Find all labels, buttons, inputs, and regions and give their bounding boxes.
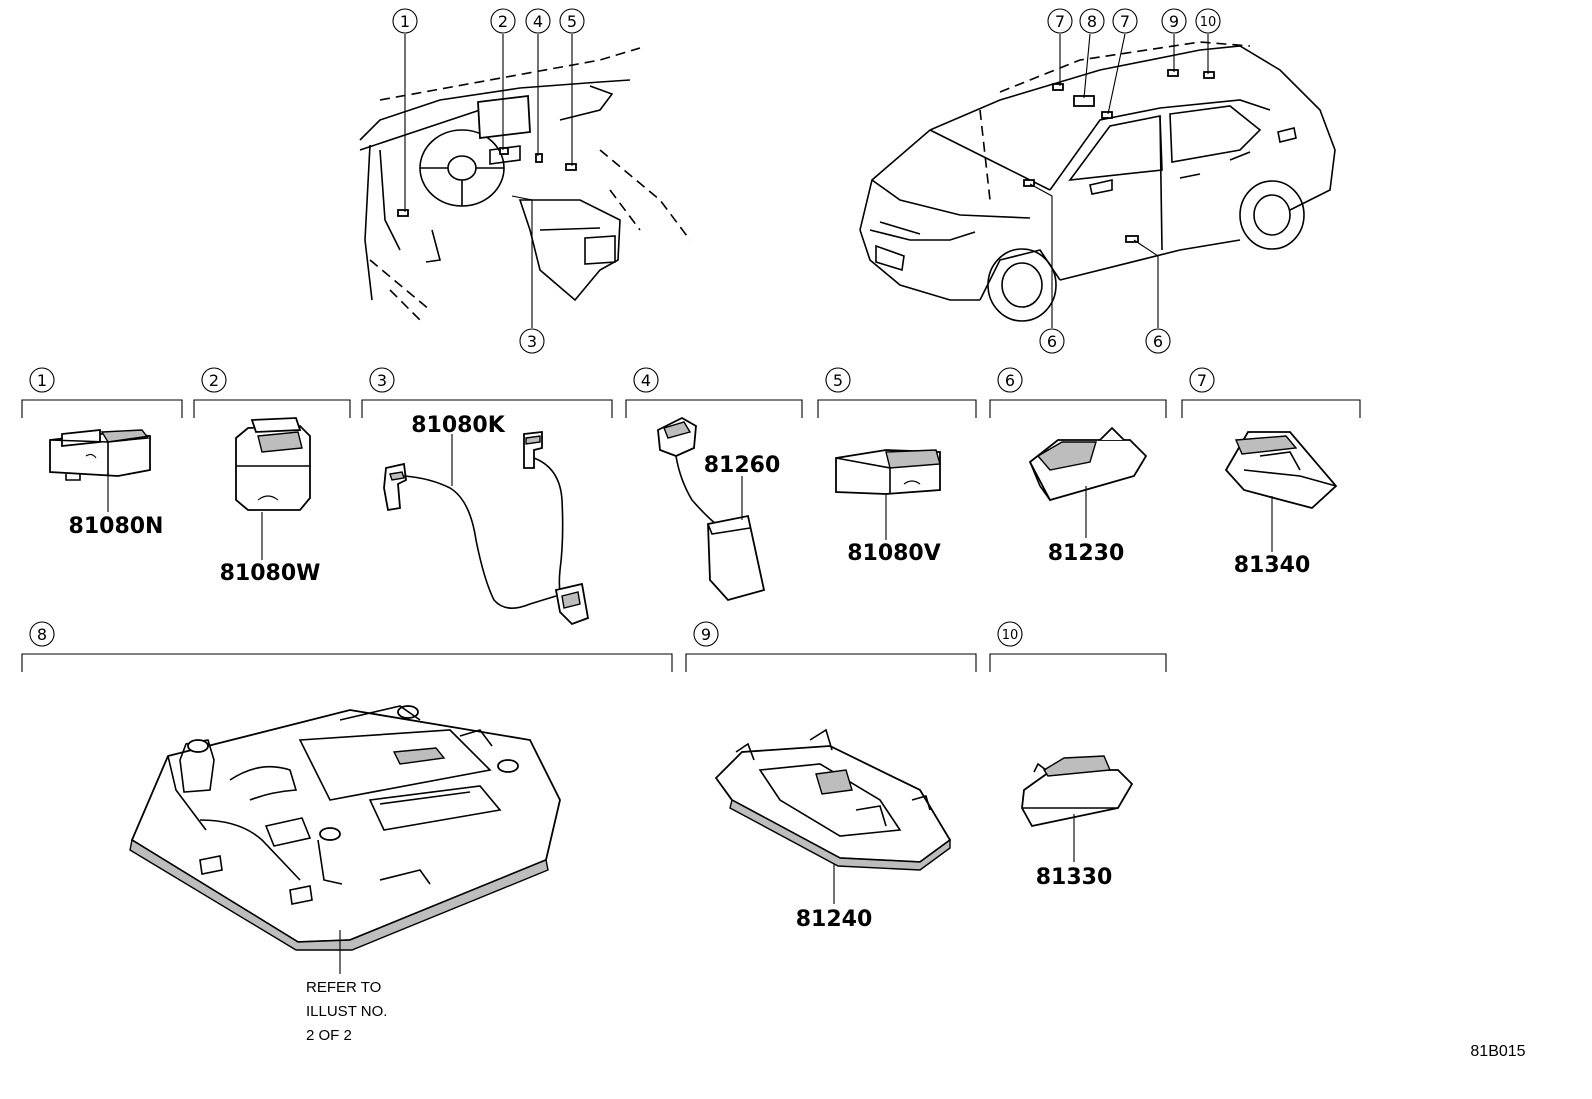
callout-label: 9	[1169, 12, 1179, 31]
part-number-81240: 81240	[796, 907, 873, 932]
part-81330[interactable]: 81330	[1021, 755, 1134, 890]
refer-note-line-3: 2 OF 2	[306, 1027, 352, 1044]
part-81240[interactable]: 81240	[714, 728, 952, 932]
callout-6-car-b: 6	[1145, 328, 1171, 354]
part-81260[interactable]: 81260	[657, 416, 781, 602]
section-7-callout: 7	[1189, 367, 1215, 393]
overview-callouts: 1 2 4 5 3 7 8 7 9 10 6 6	[392, 8, 1221, 354]
part-number-81080k: 81080K	[411, 413, 506, 438]
part-number-81260: 81260	[704, 453, 781, 478]
part-81080w[interactable]: 81080W	[220, 417, 321, 586]
section-6-callout: 6	[997, 367, 1023, 393]
section-2-callout: 2	[201, 367, 227, 393]
callout-label: 5	[567, 12, 577, 31]
callout-label: 2	[209, 371, 219, 390]
part-number-81340: 81340	[1234, 553, 1311, 578]
callout-label: 8	[1087, 12, 1097, 31]
section-3-callout: 3	[369, 367, 395, 393]
callout-4-dash: 4	[525, 8, 551, 34]
callout-2-dash: 2	[490, 8, 516, 34]
callout-label: 6	[1047, 332, 1057, 351]
part-81340[interactable]: 81340	[1224, 431, 1338, 578]
callout-label: 10	[1002, 628, 1019, 643]
callout-label: 4	[533, 12, 543, 31]
callout-3-dash: 3	[519, 328, 545, 354]
part-81080n[interactable]: 81080N	[49, 429, 164, 539]
part-number-81330: 81330	[1036, 865, 1113, 890]
section-10-callout: 10	[997, 621, 1023, 647]
part-81080k[interactable]: 81080K	[383, 413, 590, 626]
callout-9-car: 9	[1161, 8, 1187, 34]
callout-6-car-a: 6	[1039, 328, 1065, 354]
callout-8-car: 8	[1079, 8, 1105, 34]
illustration-code: 81B015	[1470, 1043, 1525, 1060]
callout-label: 10	[1200, 15, 1217, 30]
refer-note-line-1: REFER TO	[306, 979, 381, 996]
section-callouts: 1 2 3 4 5 6 7 8 9 10	[29, 367, 1215, 647]
callout-label: 4	[641, 371, 651, 390]
part-81230[interactable]: 81230	[1028, 426, 1148, 566]
section-9-callout: 9	[693, 621, 719, 647]
callout-label: 9	[701, 625, 711, 644]
callout-7-car-a: 7	[1047, 8, 1073, 34]
callout-label: 7	[1120, 12, 1130, 31]
dashboard-overview	[359, 34, 691, 328]
callout-label: 3	[527, 332, 537, 351]
callout-label: 3	[377, 371, 387, 390]
callout-label: 5	[833, 371, 843, 390]
callout-label: 6	[1153, 332, 1163, 351]
callout-5-dash: 5	[559, 8, 585, 34]
callout-label: 7	[1197, 371, 1207, 390]
part-number-81080v: 81080V	[847, 541, 941, 566]
section-5-callout: 5	[825, 367, 851, 393]
callout-label: 8	[37, 625, 47, 644]
part-number-81230: 81230	[1048, 541, 1125, 566]
part-number-81080w: 81080W	[220, 561, 321, 586]
callout-label: 2	[498, 12, 508, 31]
callout-7-car-b: 7	[1112, 8, 1138, 34]
section-1-callout: 1	[29, 367, 55, 393]
part-81080v[interactable]: 81080V	[835, 449, 941, 566]
callout-1-dash: 1	[392, 8, 418, 34]
vehicle-overview	[859, 33, 1336, 328]
callout-label: 7	[1055, 12, 1065, 31]
refer-note-line-2: ILLUST NO.	[306, 1003, 387, 1020]
part-number-81080n: 81080N	[69, 514, 164, 539]
section-8-callout: 8	[29, 621, 55, 647]
part-overhead-console[interactable]: REFER TO ILLUST NO. 2 OF 2	[129, 705, 561, 1044]
callout-label: 1	[37, 371, 47, 390]
callout-label: 6	[1005, 371, 1015, 390]
callout-10-car: 10	[1195, 8, 1221, 34]
callout-label: 1	[400, 12, 410, 31]
section-4-callout: 4	[633, 367, 659, 393]
section-brackets	[21, 399, 1361, 672]
